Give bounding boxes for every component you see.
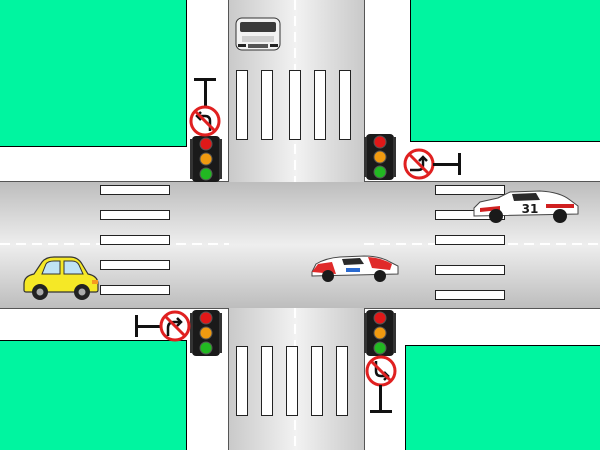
traffic-light-icon [364, 134, 396, 180]
road-edge-line [364, 0, 365, 182]
crosswalk-stripe [261, 70, 273, 140]
crosswalk-stripe [435, 290, 505, 300]
no-right-turn-sign-icon [135, 310, 191, 342]
crosswalk-stripe [261, 346, 273, 416]
race-car-red-white [311, 255, 399, 282]
grass-block-top-right [410, 0, 600, 142]
crosswalk-stripe [286, 346, 298, 416]
crosswalk-stripe [311, 346, 323, 416]
no-left-turn-sign-icon [189, 78, 221, 137]
road-edge-line [364, 308, 600, 309]
traffic-light-icon [190, 310, 222, 356]
crosswalk-stripe [435, 265, 505, 275]
road-edge-line [228, 0, 229, 182]
road-edge-line [364, 308, 365, 450]
crosswalk-stripe [100, 235, 170, 245]
car-number: 31 [522, 202, 539, 216]
sedan-car [235, 17, 281, 51]
traffic-light-icon [364, 310, 396, 356]
center-line-horizontal [0, 243, 600, 245]
no-right-turn-sign-icon [403, 148, 461, 180]
crosswalk-stripe [289, 70, 301, 140]
crosswalk-stripe [336, 346, 348, 416]
crosswalk-stripe [100, 185, 170, 195]
crosswalk-stripe [435, 235, 505, 245]
grass-block-bottom-right [405, 345, 600, 450]
road-edge-line [228, 308, 229, 450]
crosswalk-stripe [100, 285, 170, 295]
crosswalk-stripe [100, 260, 170, 270]
crosswalk-stripe [314, 70, 326, 140]
crosswalk-stripe [339, 70, 351, 140]
crosswalk-stripe [236, 346, 248, 416]
traffic-light-icon [190, 136, 222, 182]
grass-block-top-left [0, 0, 187, 147]
yellow-car [23, 256, 99, 300]
grass-block-bottom-left [0, 340, 187, 450]
crosswalk-stripe [435, 185, 505, 195]
crosswalk-stripe [100, 210, 170, 220]
crosswalk-stripe [236, 70, 248, 140]
race-car-31: 31 [473, 190, 579, 223]
road-edge-line [364, 181, 600, 182]
road-edge-line [0, 181, 229, 182]
road-edge-line [0, 308, 229, 309]
no-left-turn-sign-icon [365, 355, 397, 413]
